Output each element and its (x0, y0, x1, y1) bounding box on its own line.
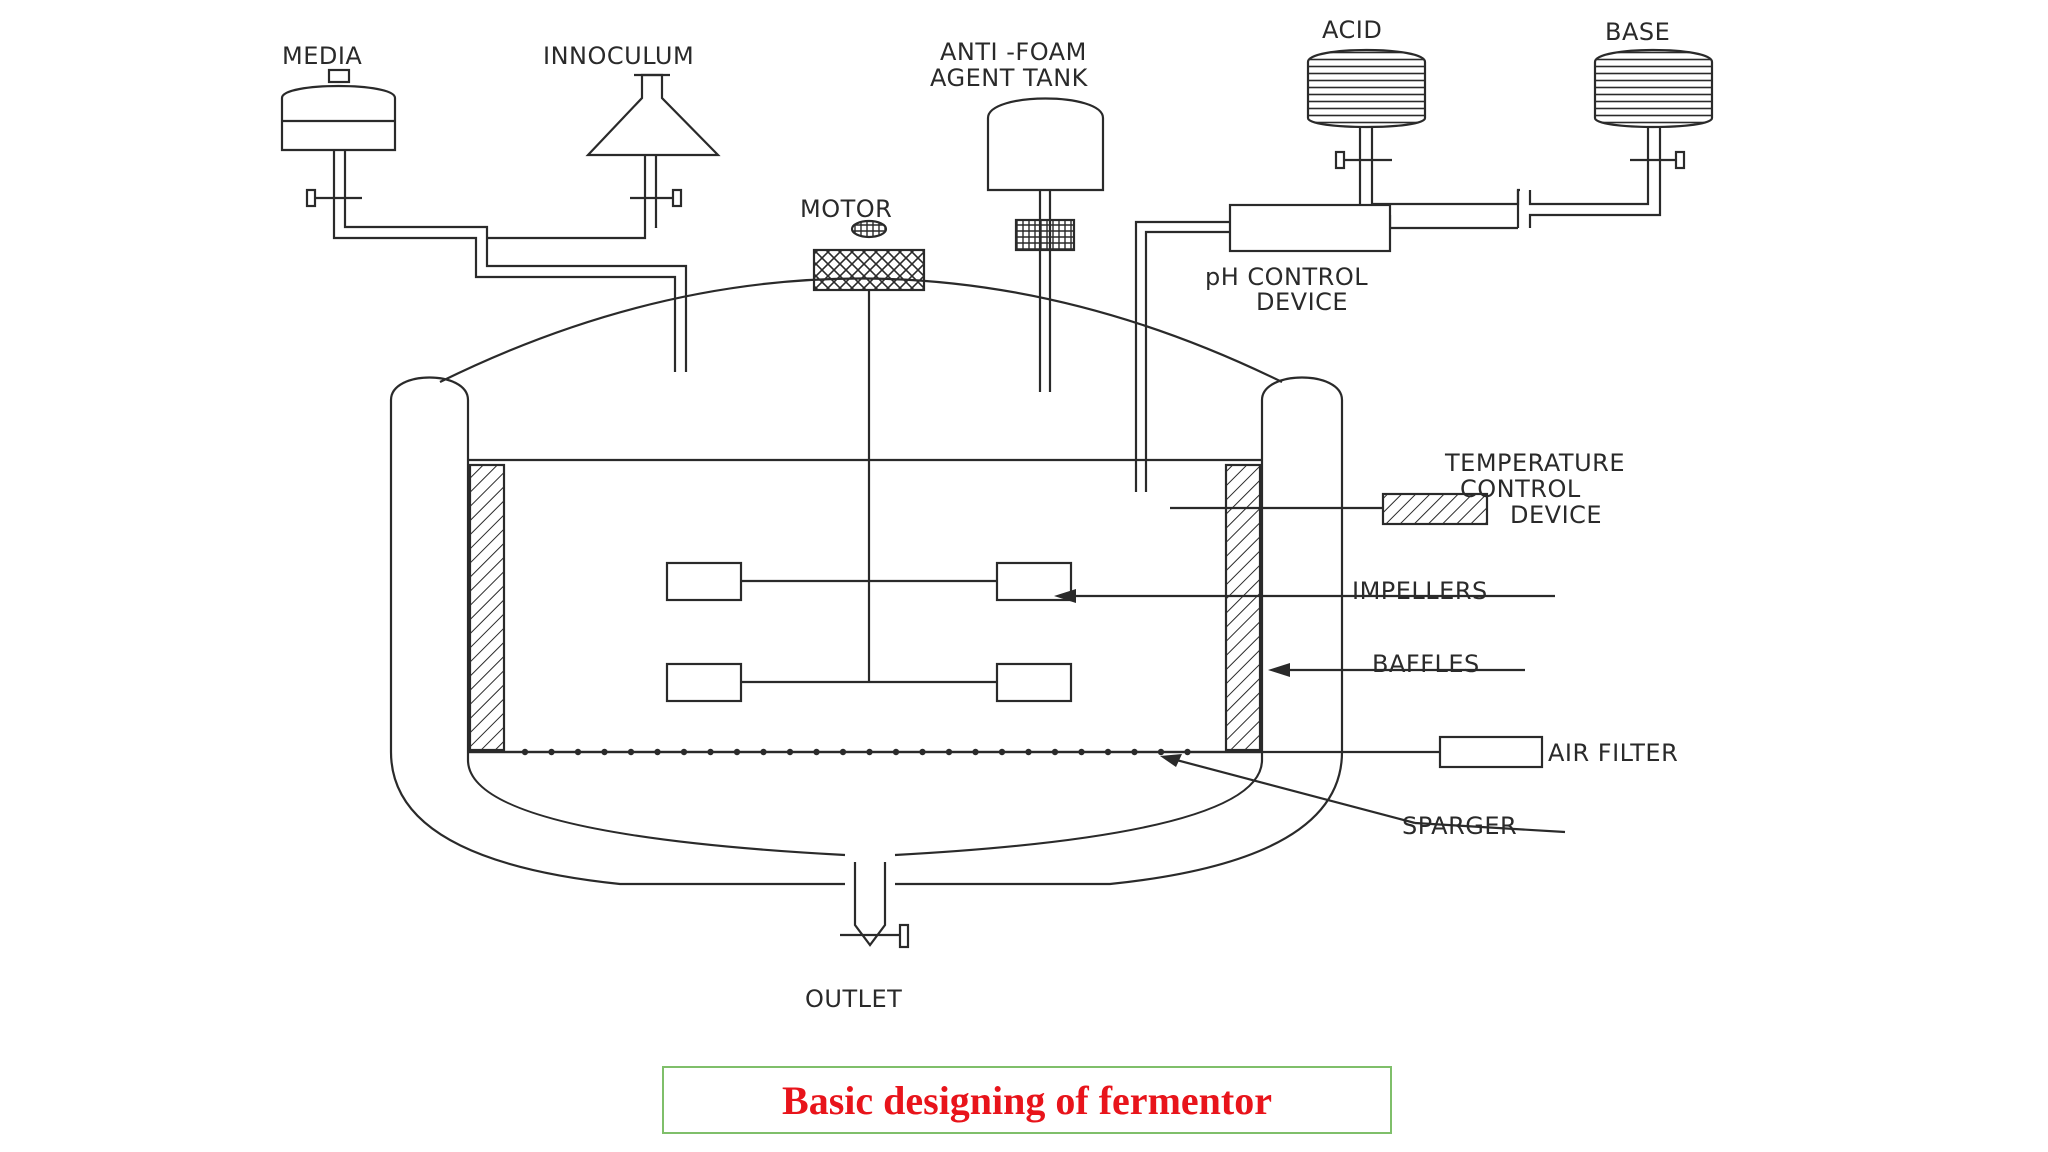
sparger-hole (760, 748, 767, 756)
outlet-pipe (840, 862, 910, 949)
sparger-hole (1184, 748, 1191, 756)
label-antifoam-line1: ANTI -FOAM (940, 38, 1087, 66)
label-temperature-line2: CONTROL (1460, 475, 1581, 503)
label-baffles: BAFFLES (1372, 650, 1480, 678)
sparger-hole (866, 748, 873, 756)
sparger-hole (627, 748, 635, 756)
sparger-hole (574, 748, 582, 756)
sparger-hole (1051, 748, 1059, 756)
sparger-hole (680, 748, 688, 756)
caption-box: Basic designing of fermentor (662, 1066, 1392, 1134)
label-temperature-line1: TEMPERATURE (1444, 449, 1625, 477)
sparger-hole (998, 748, 1006, 756)
sparger-hole (548, 748, 555, 756)
feed-pipe (332, 222, 688, 372)
label-motor: MOTOR (800, 195, 892, 223)
sparger-hole (733, 748, 741, 756)
acid-tank (1306, 48, 1427, 190)
label-media: MEDIA (282, 42, 362, 70)
sparger-hole (1078, 748, 1085, 756)
media-tank (280, 68, 397, 228)
label-outlet: OUTLET (805, 985, 902, 1013)
sparger-hole (707, 748, 714, 756)
ph-feed-lines (1358, 188, 1662, 230)
base-tank (1593, 48, 1714, 190)
label-ph-line1: pH CONTROL (1205, 263, 1368, 291)
antifoam-tank (986, 97, 1105, 392)
sparger-holes (521, 748, 1191, 756)
innoculum-flask (585, 73, 721, 228)
label-acid: ACID (1322, 16, 1382, 44)
sparger-hole (1025, 748, 1032, 756)
ph-control-device (1228, 203, 1392, 253)
label-antifoam-line2: AGENT TANK (930, 64, 1089, 92)
sparger-hole (786, 748, 794, 756)
baffle-left (468, 463, 506, 752)
sparger-hole (654, 748, 661, 756)
label-ph-line2: DEVICE (1256, 288, 1348, 316)
label-innoculum: INNOCULUM (543, 42, 694, 70)
sparger-hole (892, 748, 900, 756)
sparger-hole (972, 748, 979, 756)
motor (812, 219, 926, 292)
sparger-hole (601, 748, 608, 756)
label-air-filter: AIR FILTER (1548, 739, 1678, 767)
label-temperature-line3: DEVICE (1510, 501, 1602, 529)
sparger-hole (813, 748, 820, 756)
diagram-caption: Basic designing of fermentor (782, 1077, 1272, 1123)
sparger-hole (1157, 748, 1165, 756)
ph-probe (1134, 220, 1230, 492)
sparger-hole (1131, 748, 1138, 756)
label-base: BASE (1605, 18, 1670, 46)
temperature-control-device (1381, 492, 1489, 526)
sparger-hole (839, 748, 847, 756)
pointer-lines (1060, 594, 1566, 834)
sparger-hole (1104, 748, 1112, 756)
sparger-hole (945, 748, 953, 756)
impellers (665, 561, 1073, 703)
label-sparger: SPARGER (1402, 812, 1517, 840)
baffle-right (1224, 463, 1262, 752)
sparger-hole (919, 748, 926, 756)
sparger-hole (521, 748, 529, 756)
label-impellers: IMPELLERS (1352, 577, 1488, 605)
